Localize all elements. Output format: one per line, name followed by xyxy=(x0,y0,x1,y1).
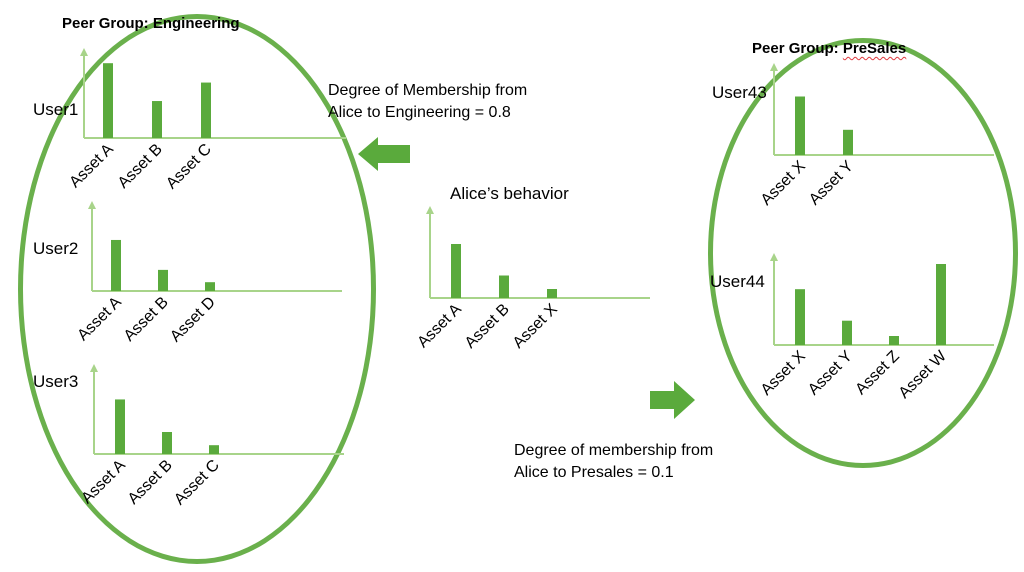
chart-label-user1: User1 xyxy=(33,100,79,119)
presales-membership-line1: Degree of membership from xyxy=(514,442,714,459)
bar xyxy=(499,275,509,298)
engineering-membership-line2: Alice to Engineering = 0.8 xyxy=(328,104,511,121)
y-axis-arrowhead xyxy=(770,63,778,71)
engineering-group-title: Peer Group: Engineering xyxy=(62,15,240,32)
bar xyxy=(889,336,899,345)
x-tick-label: Asset B xyxy=(462,301,513,352)
bar xyxy=(158,269,168,291)
bar xyxy=(795,96,805,155)
presales-group-ellipse xyxy=(708,38,1018,468)
presales-title-word: PreSales xyxy=(842,40,907,57)
bar xyxy=(205,282,215,291)
bar xyxy=(103,63,113,139)
engineering-group-ellipse xyxy=(18,14,376,564)
bar xyxy=(842,320,852,345)
chart-label-user3: User3 xyxy=(33,372,79,391)
y-axis-arrowhead xyxy=(88,201,96,209)
x-tick-label: Asset X xyxy=(510,301,561,352)
chart-label-user43: User43 xyxy=(712,83,767,102)
y-axis-arrowhead xyxy=(90,364,98,372)
presales-membership-line2: Alice to Presales = 0.1 xyxy=(514,464,674,481)
bar xyxy=(795,289,805,345)
bar xyxy=(451,244,461,298)
bar xyxy=(209,445,219,454)
engineering-membership-line1: Degree of Membership from xyxy=(328,82,528,99)
y-axis-arrowhead xyxy=(770,253,778,261)
engineering-membership-text: Degree of Membership from Alice to Engin… xyxy=(328,80,527,124)
presales-group-title: Peer Group: PreSales xyxy=(752,41,906,56)
bar xyxy=(547,289,557,298)
x-tick-label: Asset A xyxy=(414,301,465,352)
presales-membership-text: Degree of membership from Alice to Presa… xyxy=(514,440,713,484)
chart-label-alice: Alice’s behavior xyxy=(450,184,569,203)
chart-label-user44: User44 xyxy=(710,272,765,291)
arrow-left-to-engineering-icon xyxy=(358,137,410,171)
arrow-right-to-presales-icon xyxy=(650,381,695,419)
bar xyxy=(201,82,211,138)
bar xyxy=(152,101,162,138)
bar xyxy=(115,399,125,454)
bar xyxy=(162,432,172,454)
bar xyxy=(936,264,946,345)
presales-title-prefix: Peer Group: xyxy=(752,40,843,57)
y-axis-arrowhead xyxy=(426,206,434,214)
bar xyxy=(843,129,853,155)
y-axis-arrowhead xyxy=(80,48,88,56)
bar xyxy=(111,239,121,291)
chart-label-user2: User2 xyxy=(33,239,79,258)
